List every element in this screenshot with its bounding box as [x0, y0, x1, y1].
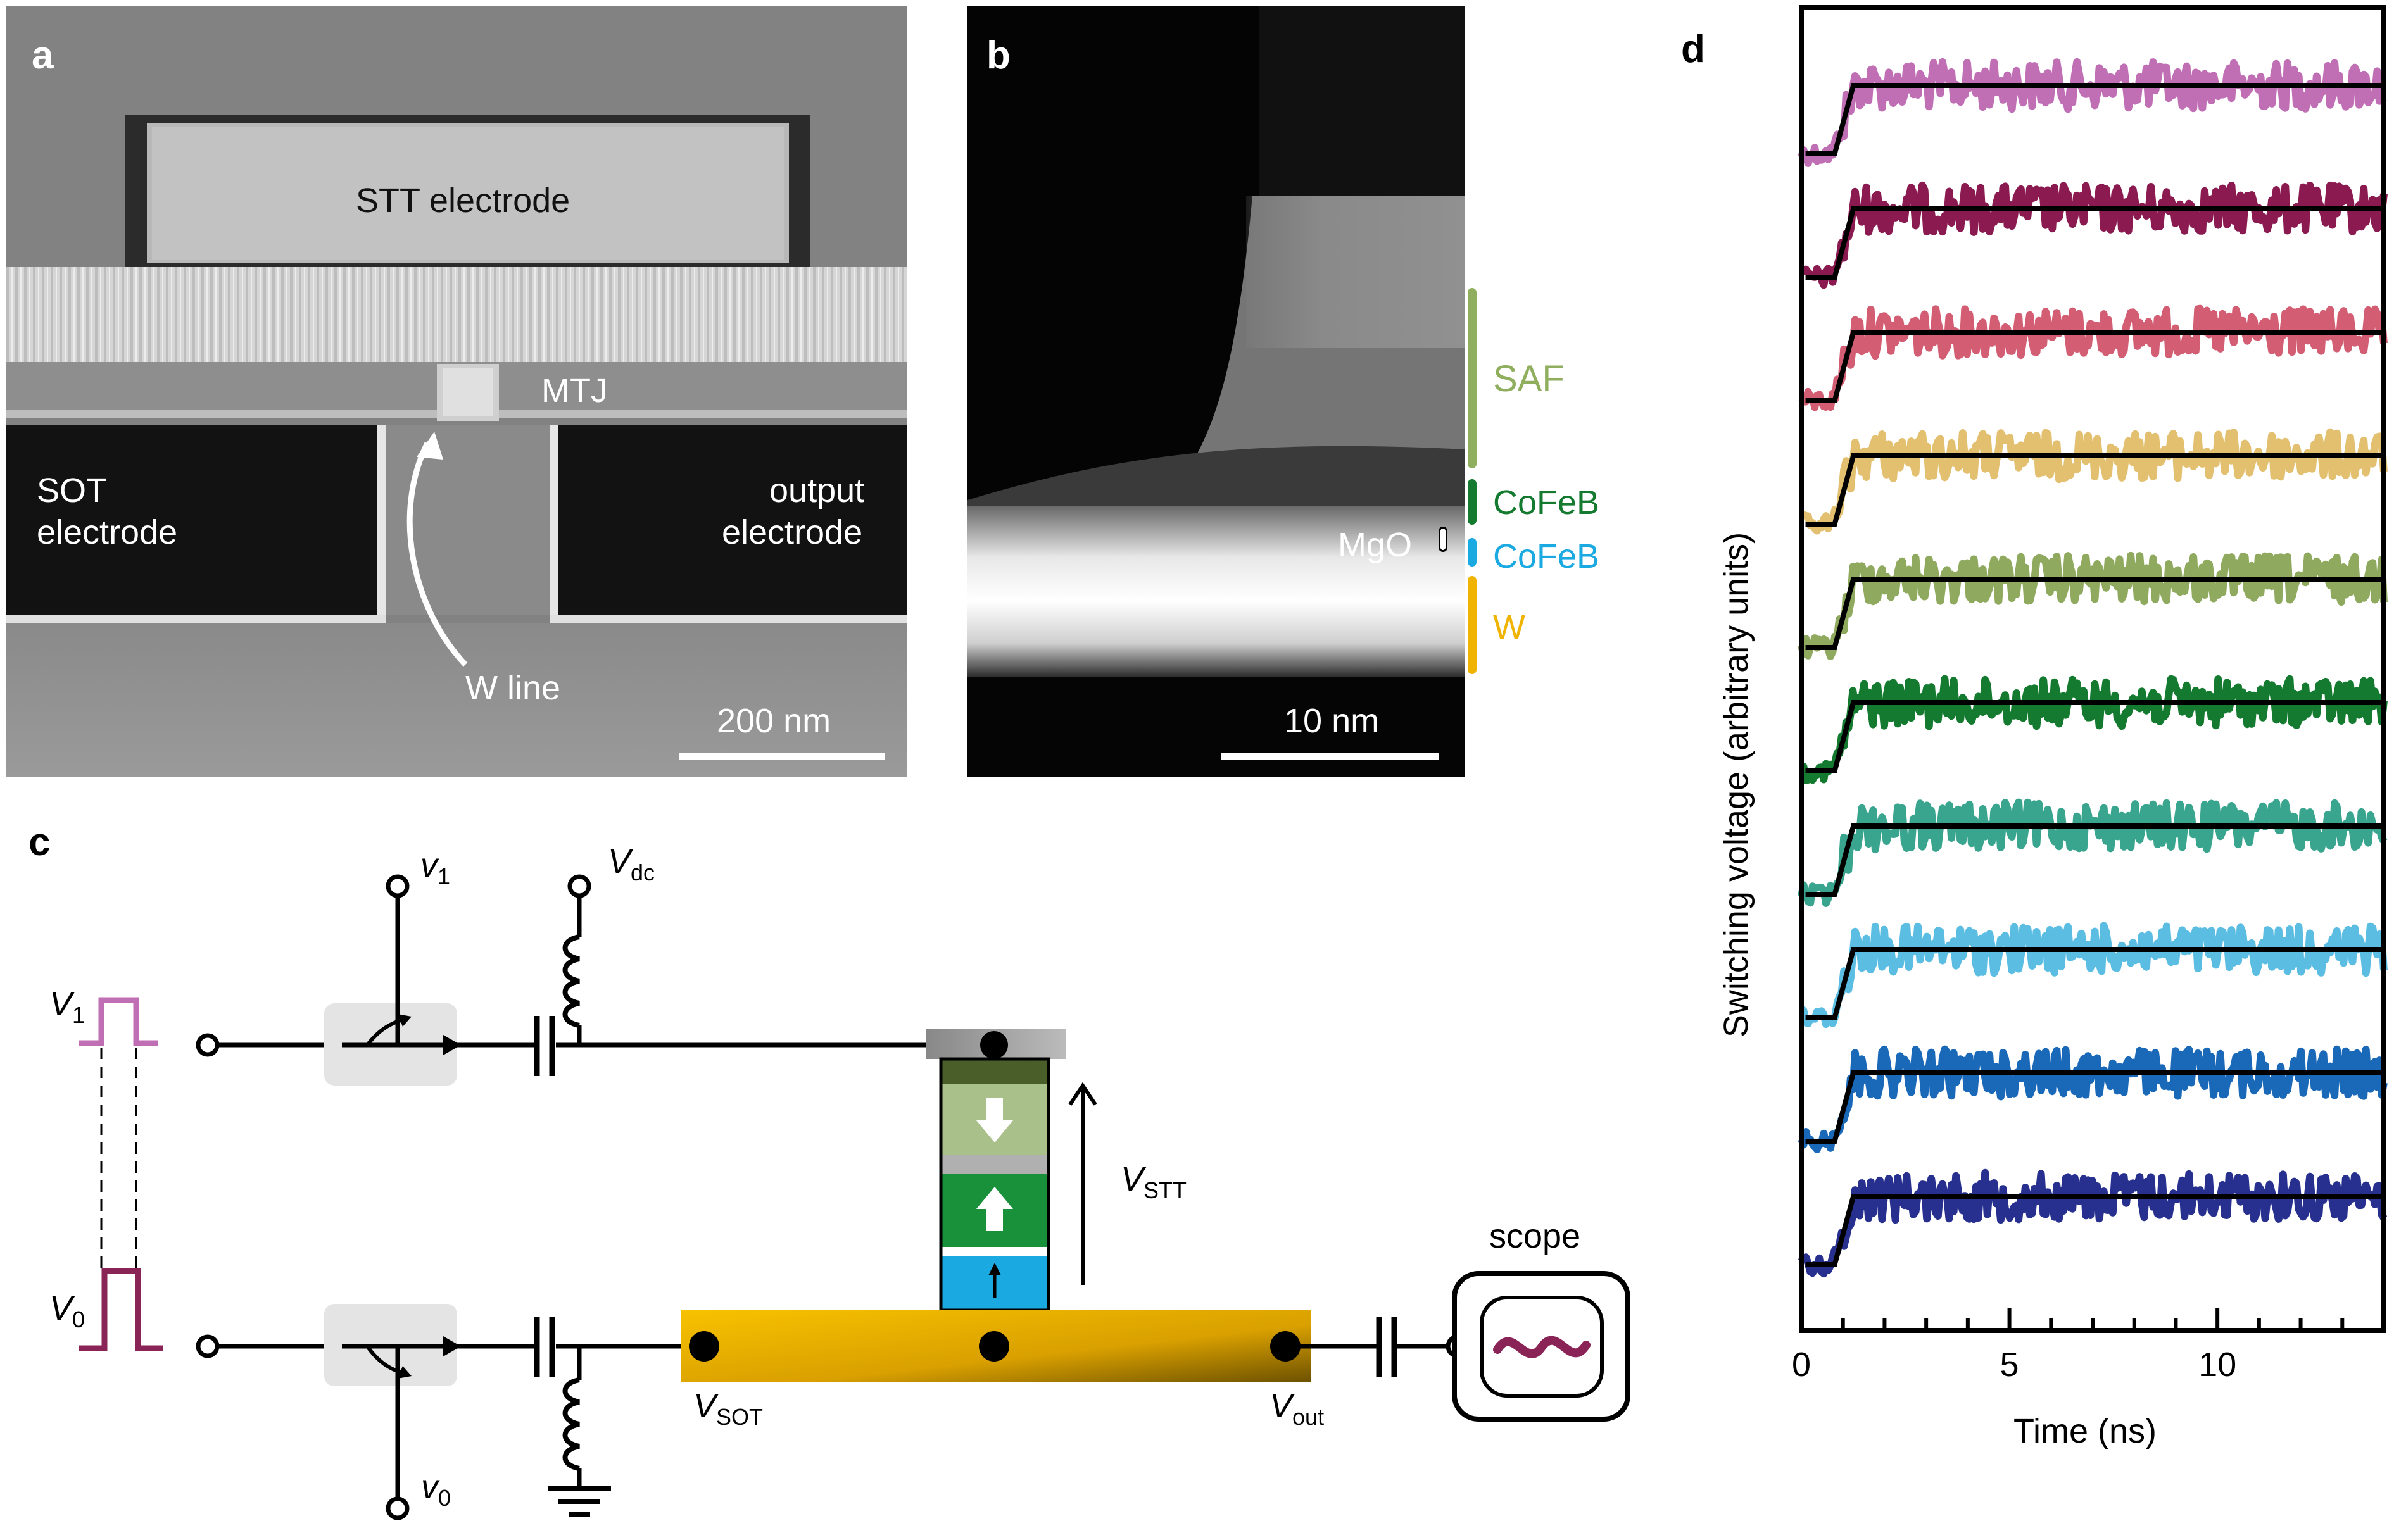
- scale-bar-b-label: 10 nm: [1284, 702, 1380, 740]
- trace-8-data: [1799, 922, 2388, 1029]
- scale-bar-a: [679, 753, 885, 760]
- v0-pulse-label: V0: [49, 1289, 85, 1332]
- trace-2-data: [1799, 181, 2388, 289]
- v0-pulse: [79, 1268, 163, 1351]
- trace-9-fit: [1805, 1070, 2384, 1144]
- free-layer-arrow-up-icon: [988, 1263, 1001, 1275]
- w-line-label: W line: [465, 669, 561, 707]
- trace-8-fit: [1805, 947, 2384, 1020]
- w-layer-label: W: [1493, 608, 1525, 646]
- sot-electrode-label-line1: SOT: [37, 472, 108, 510]
- circuit-diagram: [79, 874, 1630, 1520]
- trace-10-fit: [1805, 1194, 2384, 1267]
- scope-label: scope: [1489, 1217, 1581, 1255]
- nu0-label: v0: [421, 1468, 451, 1511]
- sem-image-drawing: [6, 6, 907, 777]
- trace-1-data: [1798, 58, 2387, 167]
- y-axis-label: Switching voltage (arbitrary units): [1717, 532, 1755, 1038]
- trace-2-fit: [1805, 206, 2384, 280]
- tem-image-drawing: [967, 6, 1465, 777]
- trace-7-data: [1798, 798, 2388, 907]
- w-bracket: [1468, 576, 1477, 674]
- panel-label-c: c: [28, 820, 51, 864]
- trace-1-fit: [1805, 83, 2384, 156]
- saf-arrow-down-icon: [976, 1098, 1013, 1142]
- trace-10-data: [1798, 1168, 2388, 1278]
- trace-6-fit: [1805, 700, 2384, 773]
- x-tick-label: 0: [1792, 1346, 1811, 1384]
- cofeb-top-bracket: [1468, 479, 1477, 525]
- x-axis-label: Time (ns): [2013, 1412, 2157, 1450]
- mgo-label: MgO: [1338, 526, 1413, 564]
- top-inductor: [562, 934, 580, 1028]
- trace-7-fit: [1805, 823, 2384, 897]
- trace-3-data: [1798, 304, 2388, 411]
- v0-input-terminal: [196, 1334, 220, 1358]
- cofeb-top-label: CoFeB: [1493, 484, 1600, 522]
- trace-9-data: [1798, 1045, 2388, 1153]
- trace-4-fit: [1805, 453, 2384, 527]
- trace-8: [1799, 922, 2388, 1029]
- vsot-label: VSOT: [693, 1387, 764, 1430]
- x-tick-label: 5: [2000, 1346, 2019, 1384]
- v1-input-terminal: [196, 1033, 220, 1057]
- trace-5: [1798, 551, 2388, 660]
- cofeb-bottom-label: CoFeB: [1493, 537, 1600, 575]
- trace-1: [1798, 58, 2387, 167]
- trace-4-data: [1799, 428, 2388, 535]
- scope-icon: [1452, 1271, 1630, 1422]
- scale-bar-a-label: 200 nm: [717, 702, 831, 740]
- output-electrode-label-line1: output: [769, 472, 865, 510]
- saf-label: SAF: [1493, 358, 1565, 399]
- stt-electrode-label: STT electrode: [356, 182, 570, 220]
- trace-2: [1799, 181, 2388, 289]
- mtj-label: MTJ: [541, 372, 608, 410]
- mtj-stack: [939, 1057, 1050, 1312]
- v1-pulse: [79, 997, 158, 1046]
- scale-bar-b: [1221, 753, 1439, 760]
- output-electrode-label-line2: electrode: [722, 513, 863, 551]
- bottom-inductor: [562, 1377, 580, 1471]
- trace-6-data: [1798, 675, 2388, 784]
- ground-icon: [548, 1486, 611, 1517]
- v1-pulse-label: V1: [49, 985, 85, 1028]
- vdc-terminal: [567, 874, 591, 898]
- trace-5-fit: [1805, 577, 2384, 650]
- cofeb-bottom-bracket: [1468, 538, 1477, 567]
- panel-label-a: a: [32, 34, 54, 77]
- panel-a-sem-image: a STT electrode MTJ SOT electrode output…: [6, 6, 907, 777]
- panel-label-b: b: [986, 34, 1011, 77]
- cofeb-arrow-up-icon: [976, 1187, 1013, 1231]
- trace-9: [1798, 1045, 2388, 1153]
- trace-3: [1798, 304, 2388, 411]
- saf-bracket: [1468, 288, 1477, 468]
- trace-7: [1798, 798, 2388, 907]
- nu0-terminal: [386, 1496, 410, 1520]
- vstt-label: VSTT: [1121, 1160, 1187, 1203]
- trace-5-data: [1798, 551, 2388, 660]
- w-line-arrow: [406, 441, 468, 667]
- nu1-terminal: [386, 874, 410, 898]
- switching-voltage-chart: 0 5 10: [1792, 5, 2388, 1384]
- vdc-label: Vdc: [608, 842, 655, 886]
- x-tick-label: 10: [2198, 1346, 2236, 1384]
- nu1-label: v1: [420, 846, 451, 889]
- trace-4: [1799, 428, 2388, 535]
- trace-3-fit: [1805, 330, 2384, 403]
- mgo-bracket: [1439, 527, 1447, 552]
- vout-label: Vout: [1269, 1387, 1325, 1430]
- panel-b-tem-image: b 10 nm MgO: [967, 6, 1465, 777]
- trace-6: [1798, 675, 2388, 784]
- panel-label-d: d: [1681, 27, 1705, 71]
- sot-electrode-label-line2: electrode: [37, 513, 178, 551]
- trace-10: [1798, 1168, 2388, 1278]
